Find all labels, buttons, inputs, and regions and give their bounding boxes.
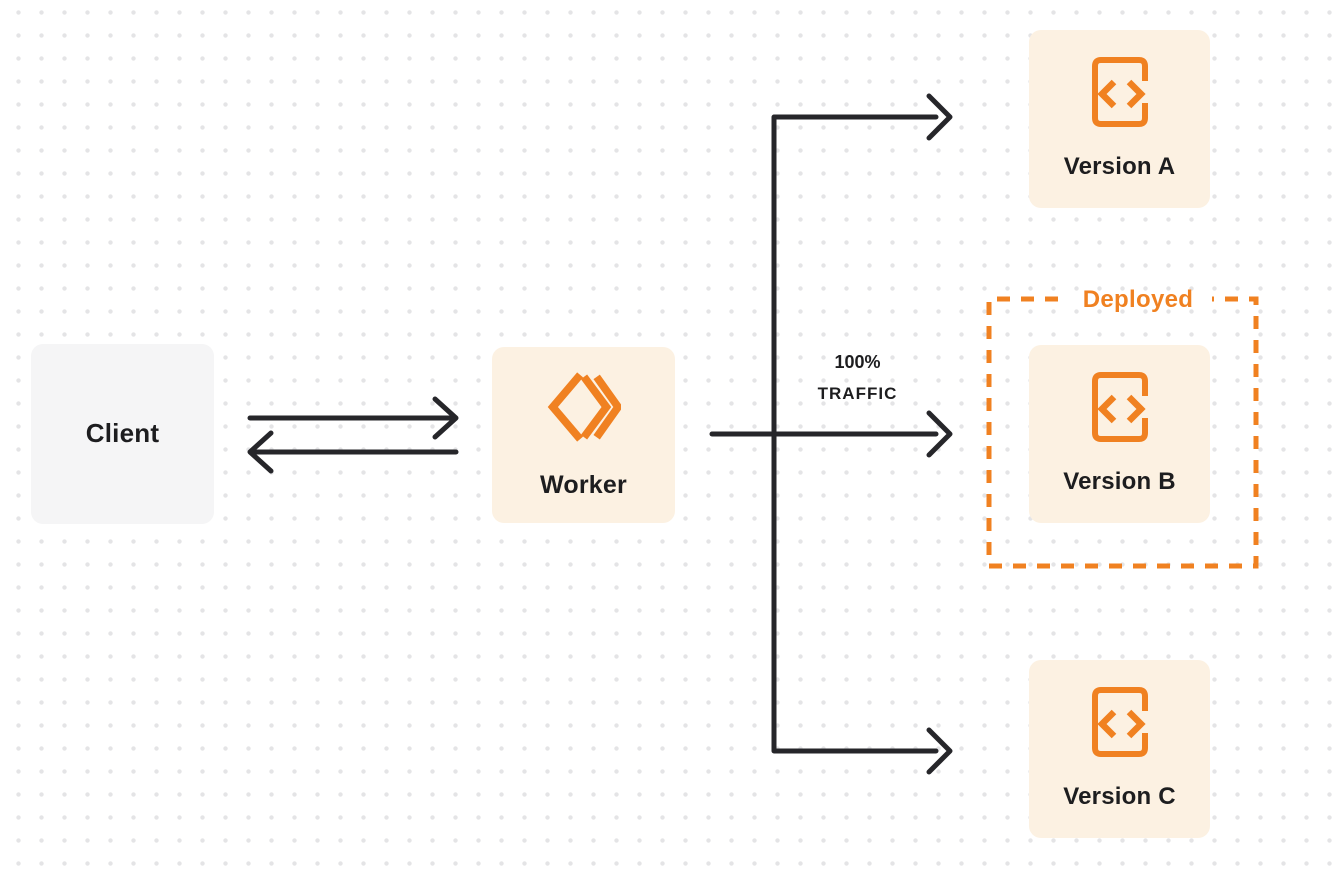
traffic-word-text: TRAFFIC (817, 384, 898, 403)
arrowhead-version-a-icon (926, 93, 953, 141)
code-file-icon (1091, 371, 1148, 442)
worker-label: Worker (540, 471, 627, 499)
node-version-c: Version C (1029, 660, 1210, 838)
version-a-label: Version A (1063, 152, 1176, 180)
workers-logo-icon (547, 372, 621, 442)
client-label: Client (85, 418, 160, 449)
code-file-icon (1091, 56, 1148, 127)
node-client: Client (31, 344, 214, 524)
version-b-label: Version B (1063, 467, 1176, 495)
node-version-a: Version A (1029, 30, 1210, 208)
node-version-b: Version B (1029, 345, 1210, 523)
code-file-icon (1091, 686, 1148, 757)
traffic-label: 100% TRAFFIC (795, 352, 920, 404)
client-to-worker-arrowhead-icon (432, 396, 459, 440)
arrowhead-version-c-icon (926, 727, 953, 775)
worker-to-client-arrowhead-icon (247, 430, 274, 474)
deployed-label: Deployed (1082, 286, 1194, 313)
traffic-percent-text: 100% (834, 352, 881, 372)
node-worker: Worker (492, 347, 675, 523)
version-c-label: Version C (1063, 782, 1176, 810)
deployed-dashed-border (986, 296, 1259, 569)
arrowhead-version-b-icon (926, 410, 953, 458)
